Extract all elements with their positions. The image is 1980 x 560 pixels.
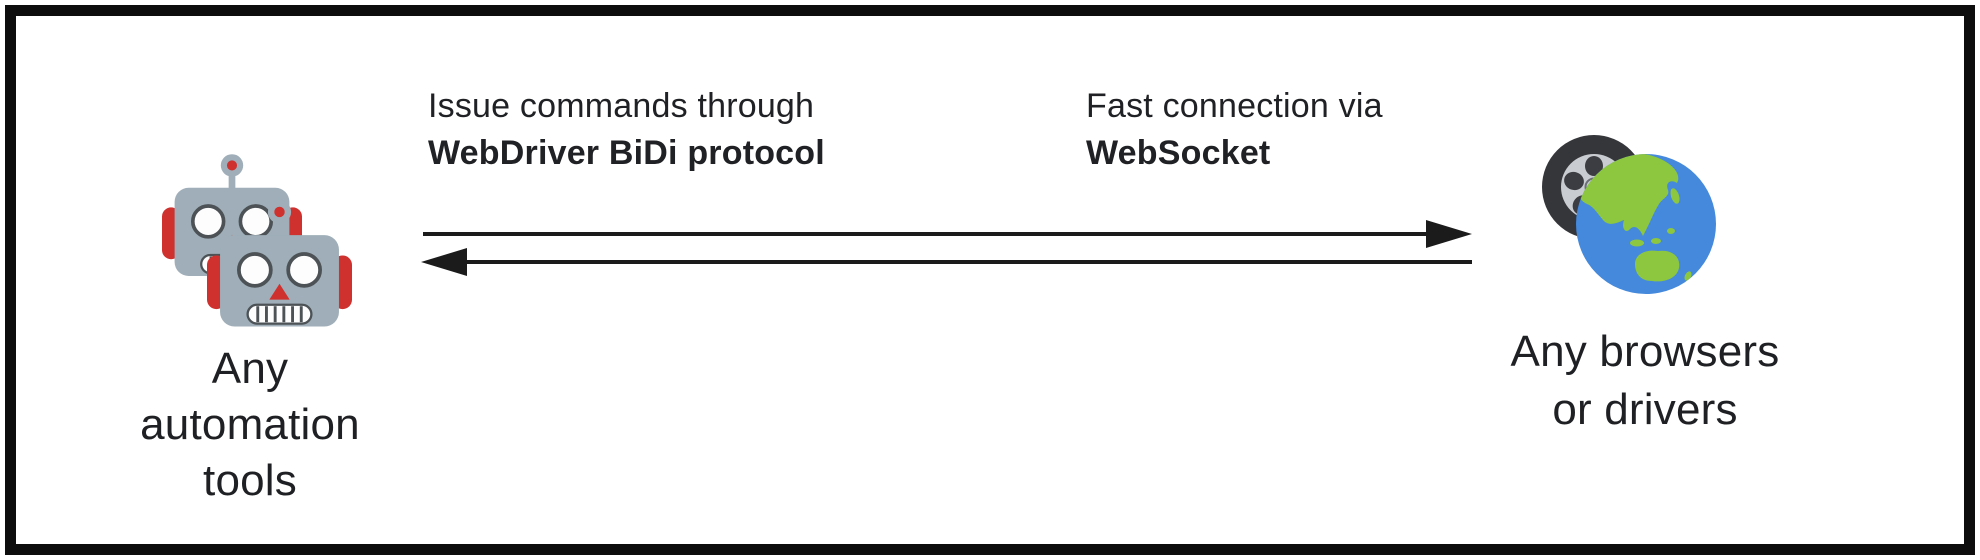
label-automation-tools-line3: tools	[203, 456, 297, 505]
label-browsers-drivers-line1: Any browsers	[1510, 327, 1780, 376]
label-automation-tools-line1: Any	[211, 344, 289, 393]
arrow-left	[421, 248, 1472, 276]
caption-bidi-protocol: Issue commands through WebDriver BiDi pr…	[428, 83, 825, 177]
caption-websocket: Fast connection via WebSocket	[1086, 83, 1383, 177]
globe-icon	[1576, 154, 1716, 294]
robots-icon	[160, 152, 352, 329]
bidirectional-arrows	[421, 220, 1472, 276]
label-automation-tools: Any automation tools	[90, 341, 410, 509]
arrow-right	[423, 220, 1472, 248]
caption-bidi-line2: WebDriver BiDi protocol	[428, 134, 825, 172]
label-automation-tools-line2: automation	[140, 400, 360, 449]
globe-with-tire-icon	[1542, 135, 1716, 294]
caption-bidi-line1: Issue commands through	[428, 87, 815, 125]
label-browsers-drivers-line2: or drivers	[1552, 385, 1738, 434]
label-browsers-drivers: Any browsers or drivers	[1420, 323, 1870, 439]
caption-websocket-line1: Fast connection via	[1086, 87, 1383, 125]
caption-websocket-line2: WebSocket	[1086, 134, 1271, 172]
